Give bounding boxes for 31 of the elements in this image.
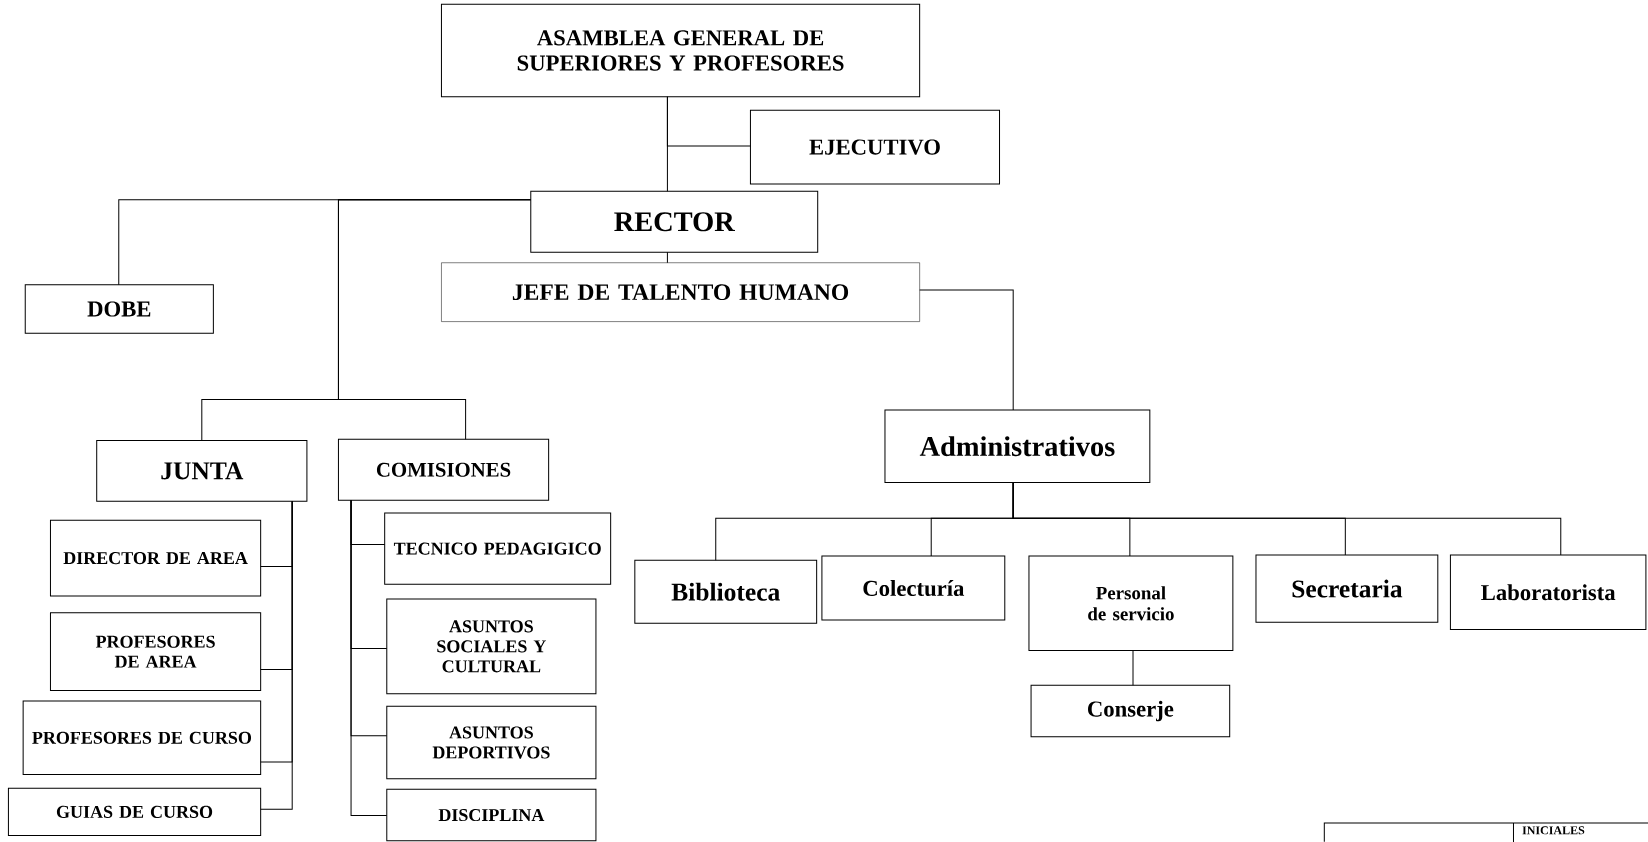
org-box: Secretaria [1255,554,1439,623]
table-header-text: INICIALES [1522,826,1585,835]
org-box: DIRECTOR DE AREA [49,519,262,597]
org-box: Personal de servicio [1028,555,1234,652]
connector-line [337,199,532,440]
org-box: COMISIONES [337,438,550,501]
connector-line [919,289,1014,411]
connector-line [350,499,388,817]
org-box: RECTOR [530,190,819,253]
connector-line [666,96,668,192]
org-box: DOBE [24,284,214,334]
org-box: ASUNTOS SOCIALES Y CULTURAL [386,598,597,695]
org-box: Administrativos [884,409,1151,483]
org-box: DISCIPLINA [386,788,597,842]
org-box: Biblioteca [634,559,818,624]
connector-line [260,500,293,810]
connector-line [1132,650,1134,686]
connector-line [666,251,668,264]
org-box: Colecturía [821,555,1006,621]
connector-line [1012,481,1562,556]
org-box: TECNICO PEDAGIGICO [384,512,612,585]
org-box: Conserje [1030,684,1231,738]
org-box: PROFESORES DE CURSO [22,700,262,776]
org-box: EJECUTIVO [749,109,1001,185]
org-box: PROFESORES DE AREA [49,612,262,691]
org-box: JEFE DE TALENTO HUMANO [441,262,920,322]
org-box: Laboratorista [1449,554,1647,631]
assembly-box: ASAMBLEA GENERAL DE SUPERIORES Y PROFESORES [440,3,921,98]
org-box: GUIAS DE CURSO [7,787,262,837]
org-box: ASUNTOS DEPORTIVOS [386,705,597,780]
org-box: JUNTA [96,439,308,502]
